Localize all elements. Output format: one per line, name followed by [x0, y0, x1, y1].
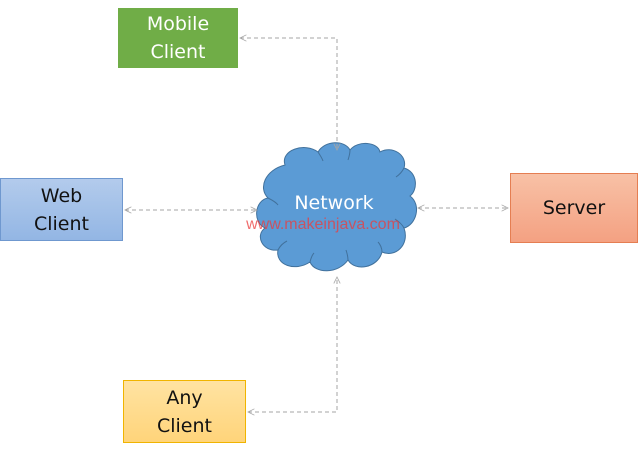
server-label: Server [542, 197, 606, 219]
connector-mobile-network [240, 38, 337, 150]
server-node: Server [510, 173, 638, 243]
network-label: Network [294, 192, 374, 214]
web-client-node: Web Client [0, 178, 123, 241]
watermark-text: www.makeinjava.com [246, 216, 400, 233]
connector-any-network [248, 277, 337, 412]
web-client-label: Web Client [33, 184, 89, 235]
network-cloud [256, 142, 418, 272]
any-client-label: Any Client [156, 386, 212, 437]
any-client-node: Any Client [123, 380, 246, 443]
mobile-client-node: Mobile Client [118, 8, 238, 68]
mobile-client-label: Mobile Client [146, 13, 210, 63]
